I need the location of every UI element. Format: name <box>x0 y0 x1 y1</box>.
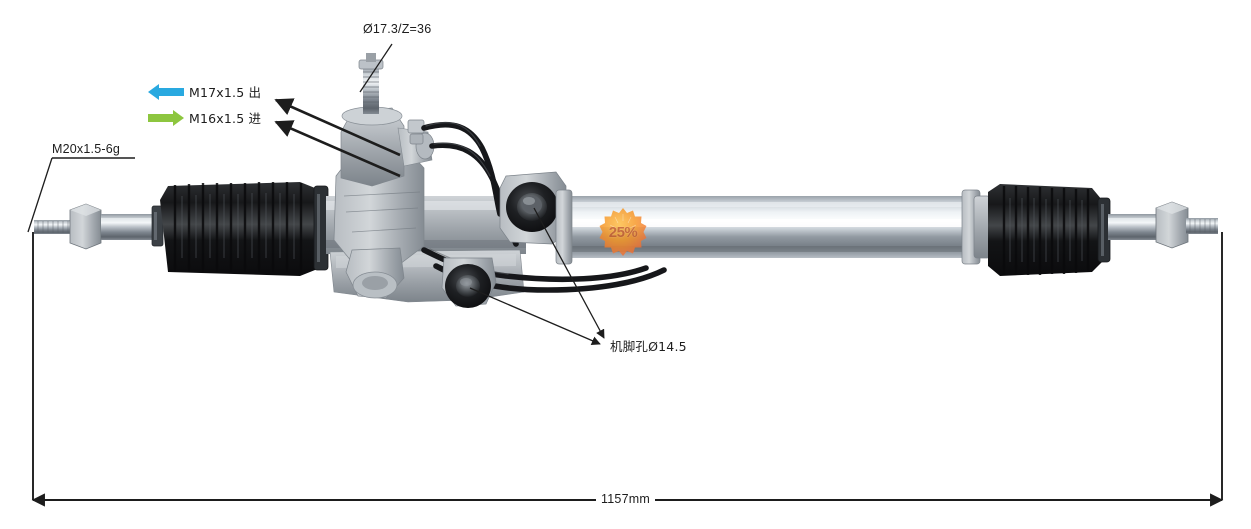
leader-lines <box>27 43 605 345</box>
leader-tierod <box>27 157 53 233</box>
overall-length-label: 1157mm <box>0 492 1251 506</box>
lower-mounting-bush <box>441 257 497 308</box>
upper-mounting-bush <box>499 171 567 245</box>
mounting-hole-label: 机脚孔Ø14.5 <box>610 339 687 354</box>
return-port-label: M17x1.5 出 <box>189 85 262 100</box>
pinion-spline-label: Ø17.3/Z=36 <box>363 22 432 36</box>
right-bellows-boot <box>988 184 1111 276</box>
feed-port-arrow-icon <box>148 110 184 126</box>
leader-pinion <box>359 43 393 93</box>
return-port-arrow-icon <box>148 84 184 100</box>
right-tie-rod <box>1108 201 1218 249</box>
feed-port-label: M16x1.5 进 <box>189 111 262 126</box>
tie-rod-thread-label: M20x1.5-6g <box>52 142 121 156</box>
leader-upper-bush <box>533 207 605 339</box>
left-bellows-boot <box>160 182 329 276</box>
discount-badge-text: 25% <box>608 223 638 241</box>
valve-housing <box>329 106 525 303</box>
port-leader-arrows <box>274 98 401 178</box>
starburst-icon <box>599 208 647 256</box>
leader-lower-bush <box>469 287 601 345</box>
overall-length-value: 1157mm <box>596 492 655 506</box>
discount-badge: 25% <box>598 207 648 257</box>
left-tie-rod <box>34 203 164 250</box>
